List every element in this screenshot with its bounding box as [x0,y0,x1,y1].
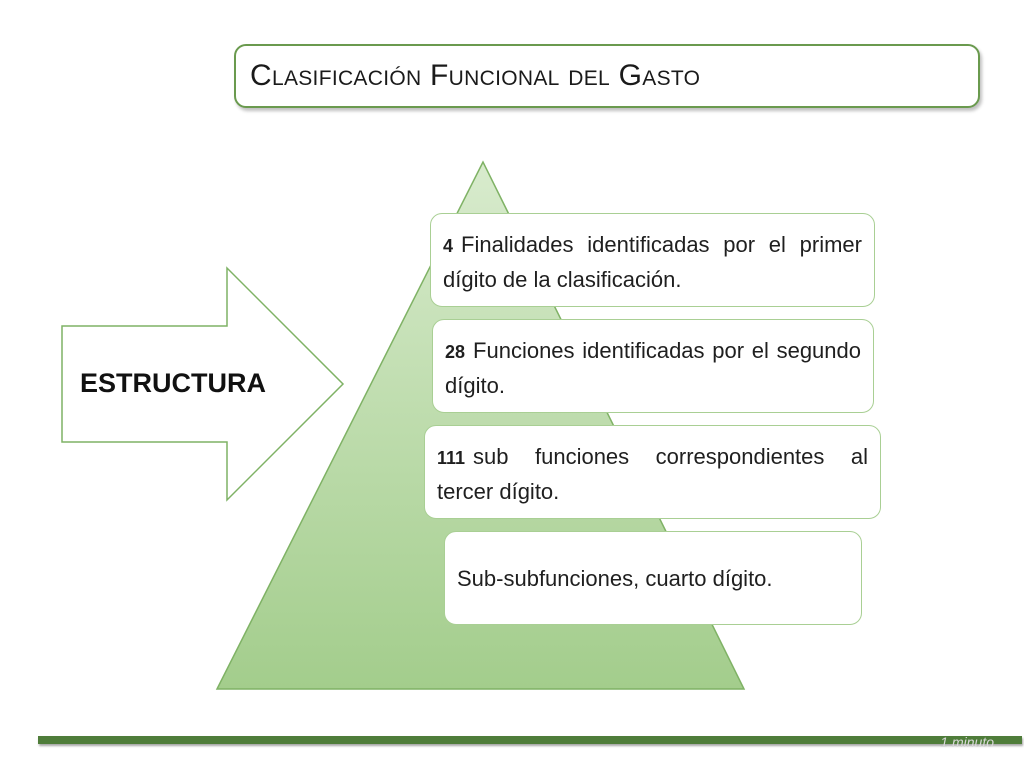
level-text: Sub-subfunciones, cuarto dígito. [457,566,773,591]
level-number: 111 [437,448,466,468]
footer-bar [38,736,1022,744]
footer-note: 1 minuto [940,734,994,750]
level-text: Funciones identificadas por el segundo d… [445,338,861,398]
arrow-label: ESTRUCTURA [80,368,266,398]
slide-title: Clasificación Funcional del Gasto [250,59,701,92]
level-card-4: Sub-subfunciones, cuarto dígito. [444,531,862,625]
level-number: 4 [443,236,454,256]
level-number: 28 [445,342,466,362]
level-text: Finalidades identificadas por el primer … [443,232,862,292]
title-box: Clasificación Funcional del Gasto [234,44,980,108]
arrow-shape [61,266,345,502]
level-text: sub funciones correspondientes al tercer… [437,444,868,504]
